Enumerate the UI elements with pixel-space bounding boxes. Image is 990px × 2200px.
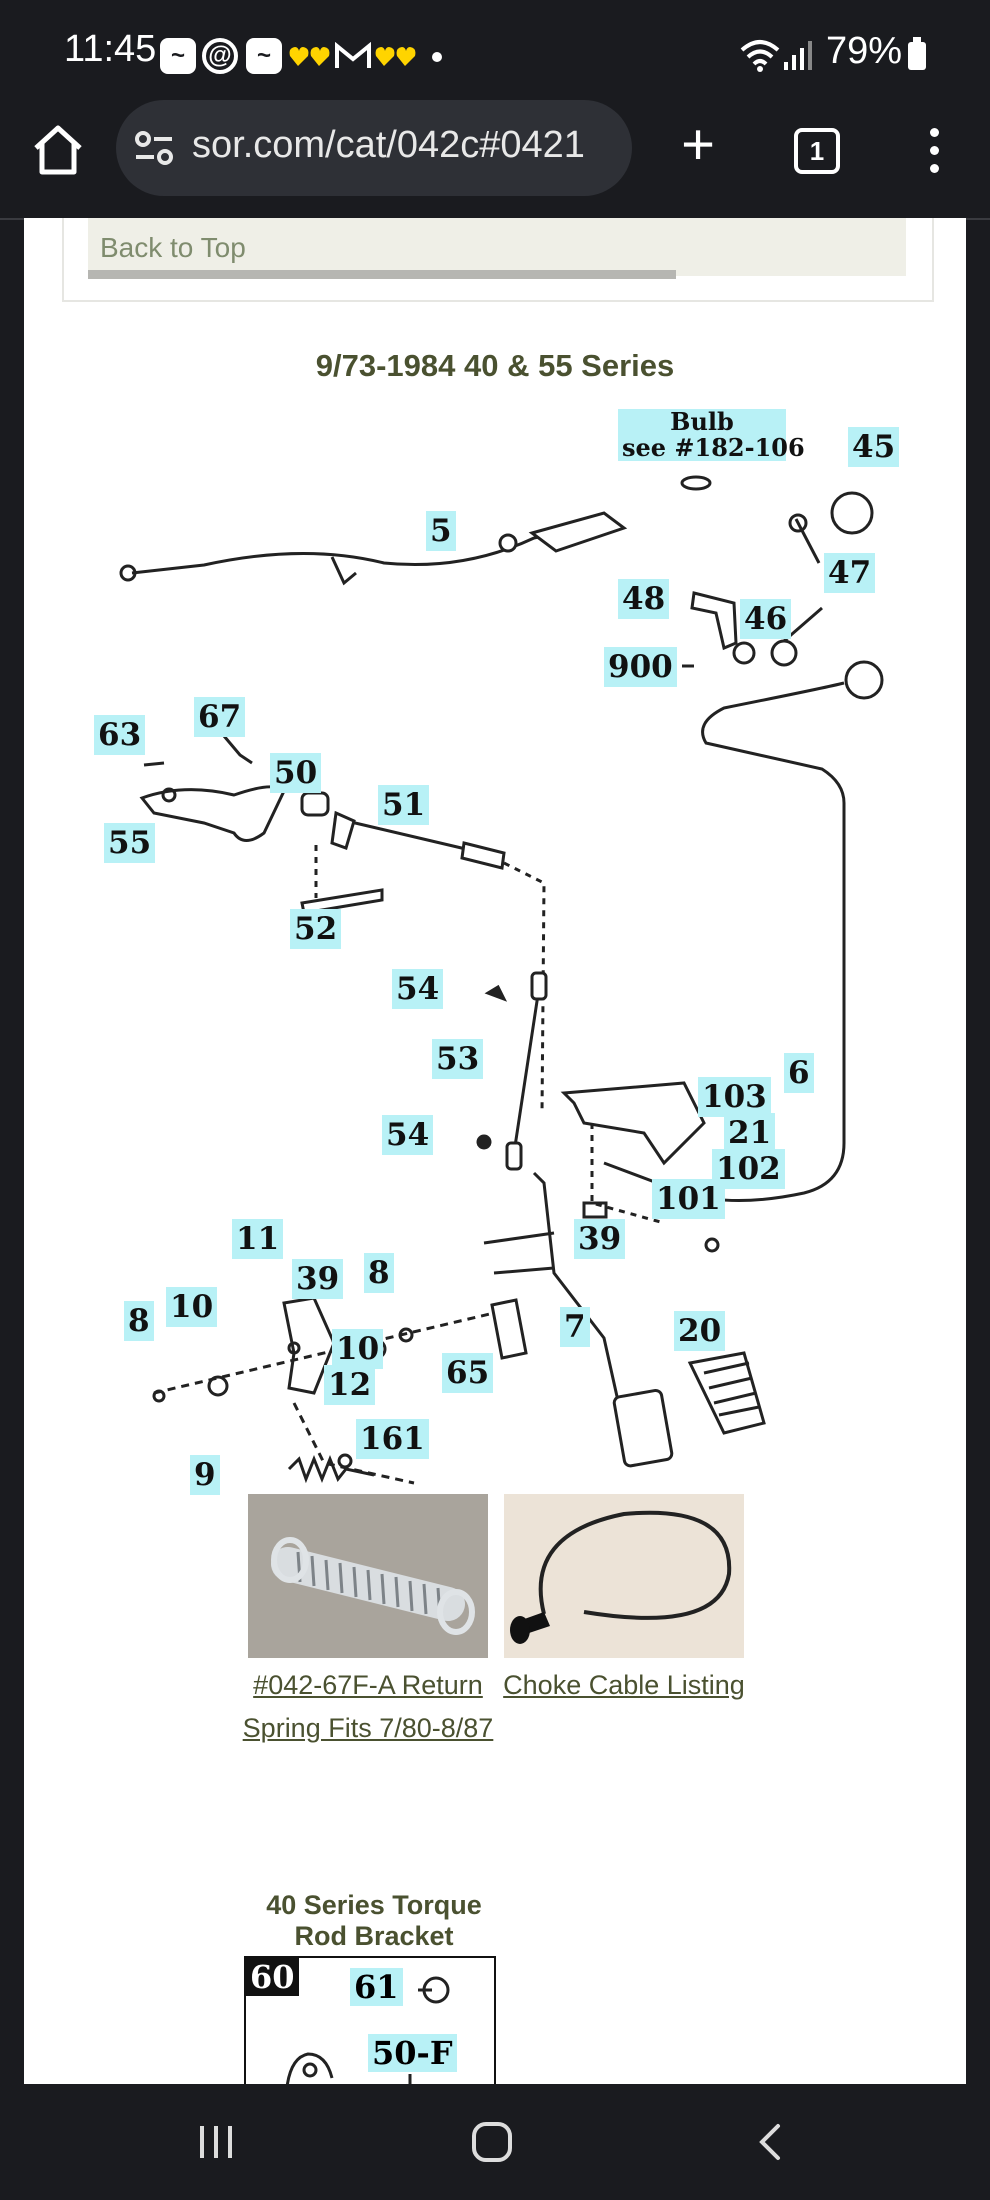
label-55: 55: [104, 823, 156, 863]
yellow-hearts-icon: [289, 47, 330, 66]
label-67: 67: [194, 697, 246, 737]
label-20: 20: [674, 1311, 726, 1351]
label-48: 48: [618, 579, 670, 619]
label-21: 21: [724, 1113, 776, 1153]
label-54-top: 54: [392, 969, 444, 1009]
label-11: 11: [232, 1219, 284, 1259]
label-10-right: 10: [332, 1329, 384, 1369]
recent-apps-icon[interactable]: [196, 2122, 236, 2162]
wifi-icon: [740, 40, 780, 72]
label-6: 6: [784, 1053, 814, 1093]
battery-percent: 79%: [826, 30, 903, 72]
label-50: 50: [270, 753, 322, 793]
section-title: 9/73-1984 40 & 55 Series: [315, 348, 675, 383]
back-icon[interactable]: [754, 2122, 784, 2162]
messages-icon: ~: [246, 38, 282, 74]
return-spring-link[interactable]: #042-67F-A Return Spring Fits 7/80-8/87: [242, 1670, 494, 1743]
new-tab-button[interactable]: +: [681, 112, 715, 177]
torque-label-50f: 50-F: [368, 2034, 457, 2072]
more-notifications-dot: [432, 52, 442, 62]
status-bar: 11:45 ~ @ ~ 79%: [0, 0, 990, 100]
label-12: 12: [324, 1365, 376, 1405]
horizontal-scrollbar[interactable]: [88, 270, 676, 279]
torque-drawing: [285, 1976, 450, 2084]
label-47: 47: [824, 553, 876, 593]
back-to-top-container: Back to Top: [62, 218, 934, 302]
label-65: 65: [442, 1353, 494, 1393]
torque-rod-diagram: 60 61 50-F: [244, 1956, 496, 2084]
label-45: 45: [848, 427, 900, 467]
torque-rod-title: 40 Series Torque Rod Bracket: [266, 1890, 482, 1951]
diagram-drawing: [119, 475, 884, 1533]
label-51: 51: [378, 785, 430, 825]
label-53: 53: [432, 1039, 484, 1079]
web-page: Back to Top 9/73-1984 40 & 55 Series: [24, 218, 966, 2084]
label-161: 161: [356, 1419, 429, 1459]
back-to-top-bar: Back to Top: [88, 218, 906, 276]
address-bar[interactable]: sor.com/cat/042c#0421: [116, 100, 632, 196]
label-52: 52: [290, 909, 342, 949]
label-39-left: 39: [292, 1259, 344, 1299]
choke-cable-image[interactable]: [504, 1494, 744, 1658]
label-10-left: 10: [166, 1287, 218, 1327]
label-103: 103: [698, 1077, 771, 1117]
label-63: 63: [94, 715, 146, 755]
home-icon[interactable]: [30, 122, 86, 178]
url-text: sor.com/cat/042c#0421: [192, 124, 585, 166]
choke-cable-link[interactable]: Choke Cable Listing: [503, 1670, 745, 1700]
site-settings-icon[interactable]: [134, 130, 174, 166]
torque-label-60: 60: [246, 1958, 299, 1996]
messages-icon: ~: [160, 38, 196, 74]
label-5: 5: [426, 511, 456, 551]
label-8-left: 8: [124, 1301, 154, 1341]
overflow-menu-button[interactable]: [918, 124, 950, 180]
yellow-hearts-icon: [375, 47, 416, 66]
label-101: 101: [652, 1179, 725, 1219]
signal-icon: [784, 41, 812, 70]
label-39-right: 39: [574, 1219, 626, 1259]
back-to-top-link[interactable]: Back to Top: [100, 232, 246, 263]
torque-label-61: 61: [350, 1968, 403, 2006]
label-bulb-line1: Bulb: [670, 407, 734, 436]
browser-toolbar: sor.com/cat/042c#0421 + 1: [0, 100, 990, 220]
label-8-right: 8: [364, 1253, 394, 1293]
spring-photo: [248, 1494, 488, 1658]
battery-icon: [908, 37, 926, 70]
label-46: 46: [740, 599, 792, 639]
clock: 11:45: [64, 28, 157, 70]
return-spring-image[interactable]: [248, 1494, 488, 1658]
navigation-bar: [0, 2084, 990, 2200]
tab-switcher-button[interactable]: 1: [794, 128, 840, 174]
label-54-bottom: 54: [382, 1115, 434, 1155]
threads-icon: @: [202, 38, 238, 74]
label-7: 7: [560, 1307, 590, 1347]
label-bulb-line2: see #182-106: [622, 433, 805, 462]
parts-diagram: Bulb see #182-106 45 5 47 48 46 900 63 6…: [84, 403, 904, 1703]
label-900: 900: [604, 647, 677, 687]
label-bulb: Bulb see #182-106: [618, 407, 805, 462]
choke-cable-photo: [504, 1494, 744, 1658]
gmail-icon: [335, 42, 371, 68]
home-nav-icon[interactable]: [470, 2120, 514, 2164]
label-9: 9: [190, 1455, 220, 1495]
